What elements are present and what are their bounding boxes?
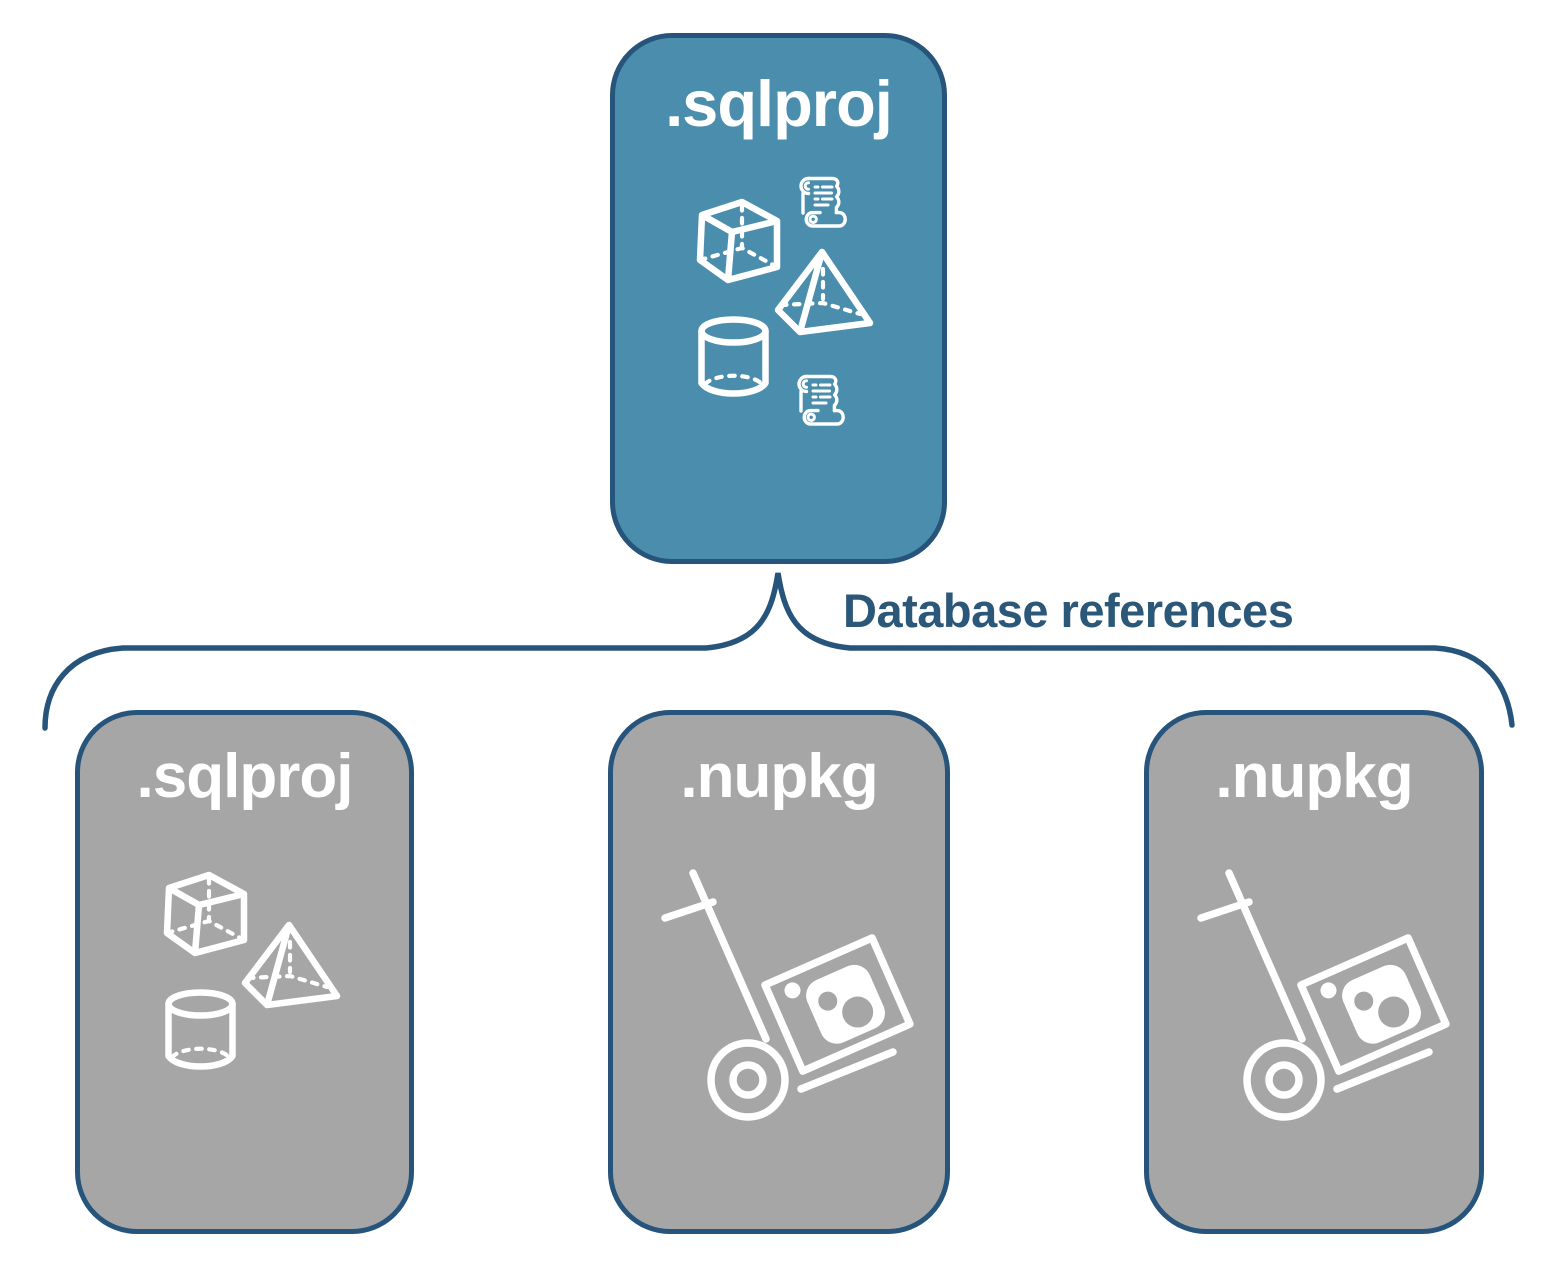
card-title: .sqlproj [665,67,893,140]
scroll-icon [799,176,847,228]
card-title: .sqlproj [136,742,354,811]
brace-connector [42,572,1515,731]
referenced-sqlproj-card: .sqlproj [75,710,414,1234]
pyramid-icon [245,925,337,1005]
cube-icon [167,875,244,953]
card-title: .nupkg [680,742,878,811]
cylinder-icon [169,993,233,1067]
pyramid-icon [778,252,870,332]
sql-objects-icon-cluster [695,176,875,426]
hand-truck-icon [1171,863,1451,1125]
cube-icon [700,202,777,280]
nuget-package-box-icon [1201,873,1446,1117]
scroll-icon [797,374,845,426]
cylinder-icon [702,320,766,394]
connector-label: Database references [843,584,1294,637]
nuget-package-box-icon [665,873,910,1117]
main-sqlproj-card: .sqlproj [610,33,947,564]
sql-objects-icon-cluster [162,846,342,1106]
referenced-nupkg-card: .nupkg [1144,710,1484,1234]
card-title: .nupkg [1215,742,1413,811]
referenced-nupkg-card: .nupkg [608,710,950,1234]
hand-truck-icon [635,863,915,1125]
